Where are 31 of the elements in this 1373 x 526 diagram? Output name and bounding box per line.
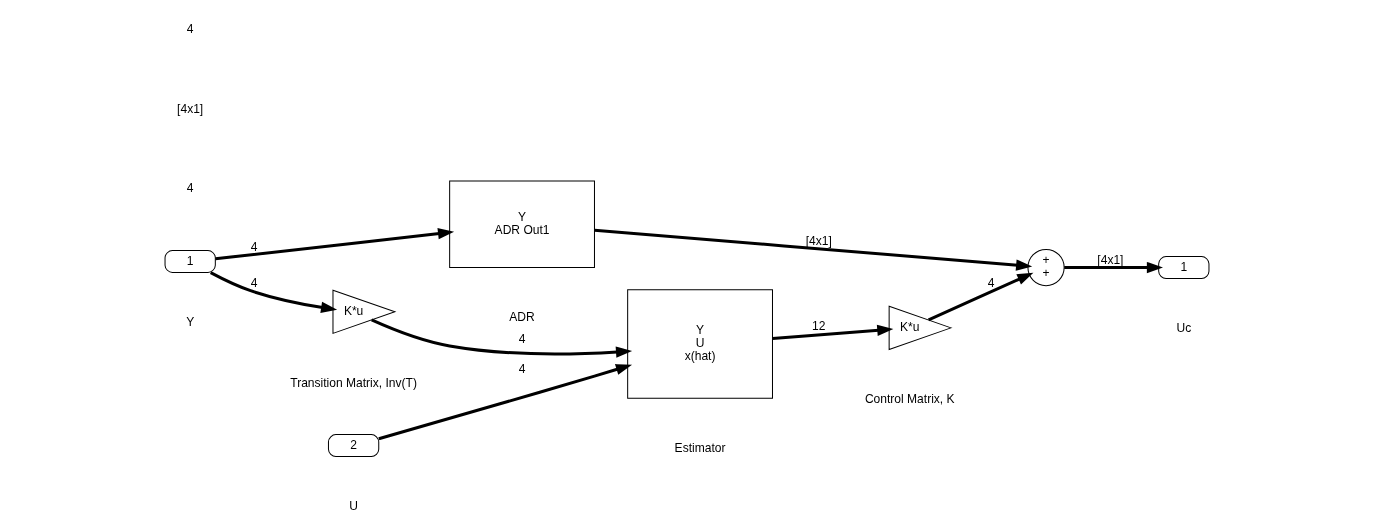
node-label: U — [348, 499, 358, 513]
node-label: Transition Matrix, Inv(T) — [289, 376, 417, 391]
arrow — [377, 364, 632, 441]
arrow — [209, 271, 337, 313]
node-label: Uc — [1175, 320, 1191, 335]
label: 4 — [186, 181, 194, 196]
arrow — [593, 228, 1032, 271]
label: [4x1] — [176, 101, 203, 116]
node-box: Y ADR Out1 — [448, 180, 595, 269]
arrow — [1063, 261, 1163, 274]
node-box: 1 — [164, 249, 216, 274]
edge-label: 4 — [987, 276, 995, 291]
edge-label: 4 — [518, 361, 525, 376]
node-box: 1 — [1157, 255, 1209, 280]
edge-label: 4 — [518, 331, 525, 346]
node-label: Y — [185, 314, 194, 329]
node-box: 2 — [327, 433, 379, 458]
node-box: Y U x(hat) — [626, 289, 773, 399]
arrow — [214, 228, 454, 261]
label: 4 — [186, 22, 194, 37]
arrow — [927, 272, 1033, 322]
edge-label: 4 — [250, 276, 257, 291]
edge-label: 4 — [250, 240, 257, 255]
edge-label: [4x1] — [805, 234, 832, 248]
arrow — [370, 318, 632, 358]
node-label: Estimator — [674, 440, 726, 455]
node-label: Control Matrix, K — [864, 392, 955, 407]
arrow — [771, 324, 893, 340]
node-label: ADR — [508, 309, 535, 324]
edge-label: 12 — [811, 319, 825, 334]
node-circle: + + — [1026, 248, 1065, 287]
